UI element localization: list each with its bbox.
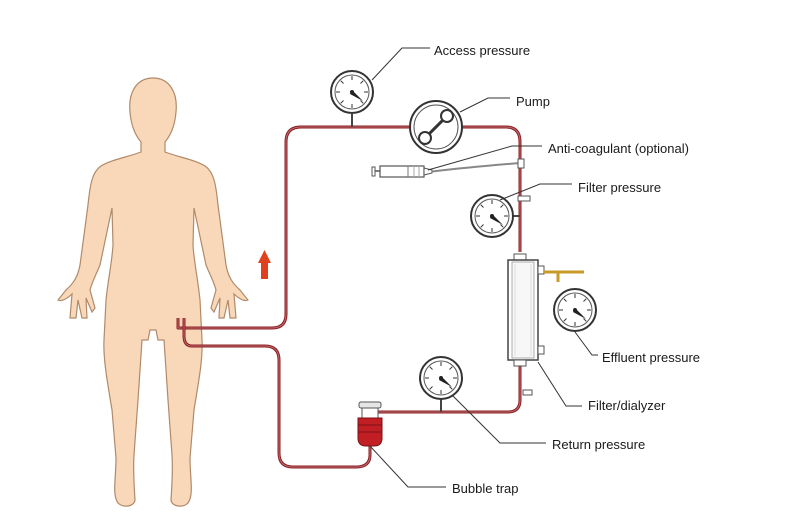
filter-cartridge-icon [507,253,584,367]
return-pressure-gauge-icon [419,356,463,412]
filter-pressure-gauge-icon [470,194,520,238]
filter-dialyzer-label: Filter/dialyzer [588,398,666,413]
syringe-icon [371,158,525,178]
effluent-pressure-label: Effluent pressure [602,350,701,365]
access-pressure-gauge-icon [330,70,374,127]
pump-label: Pump [516,94,550,109]
return-pressure-label: Return pressure [552,437,646,452]
access-tubing [176,125,522,330]
bubble-trap-icon [357,401,383,447]
pump-icon [409,100,463,154]
human-body-figure [57,77,249,507]
access-pressure-label: Access pressure [434,43,531,58]
effluent-pressure-gauge-icon [553,288,597,332]
return-tubing [182,318,522,469]
anticoagulant-label: Anti-coagulant (optional) [548,141,689,156]
filter-pressure-label: Filter pressure [578,180,662,195]
flow-arrow-icon [258,250,271,279]
callout-lines [369,47,598,488]
bubble-trap-label: Bubble trap [452,481,519,496]
